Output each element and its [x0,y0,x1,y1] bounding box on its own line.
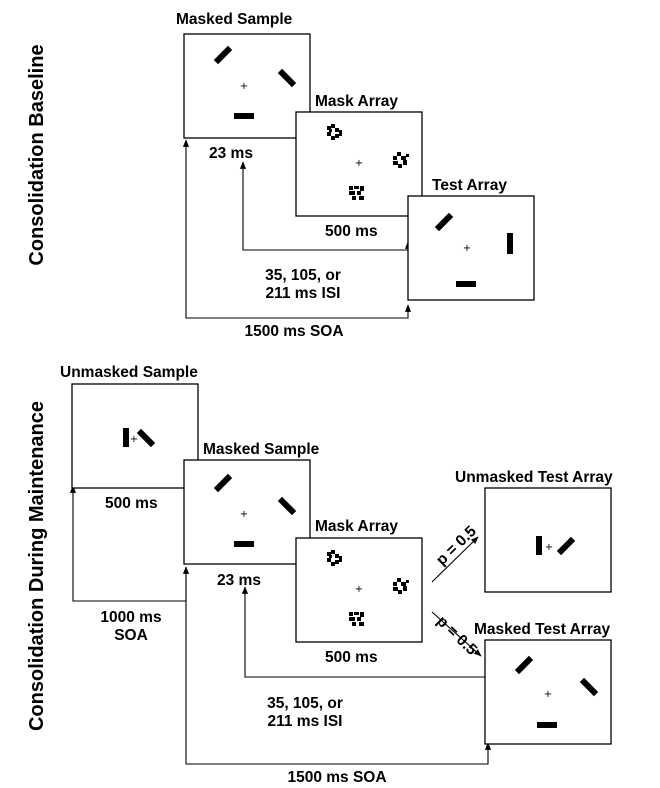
stimulus-bar [507,233,513,254]
baseline-test-array-title: Test Array [432,177,507,194]
maintenance-isi-line2: 211 ms ISI [268,713,343,730]
maintenance-mask-array: Mask Array + 500 ms [296,518,422,666]
maintenance-mask-array-duration: 500 ms [325,649,378,666]
maintenance-soa-1500-label: 1500 ms SOA [287,769,386,786]
fixation-cross: + [545,542,553,553]
maintenance-isi-line1: 35, 105, or [267,695,343,712]
baseline-isi-line1: 35, 105, or [265,267,341,284]
maintenance-mask-array-title: Mask Array [315,518,398,535]
maintenance-masked-sample-duration: 23 ms [217,572,261,589]
baseline-isi-line2: 211 ms ISI [266,285,341,302]
baseline-masked-sample-duration: 23 ms [209,145,253,162]
fixation-cross: + [355,584,363,595]
maintenance-masked-sample-title: Masked Sample [203,441,320,458]
stimulus-bar [123,428,129,447]
stimulus-bar [536,536,542,555]
maintenance-unmasked-sample-title: Unmasked Sample [60,364,198,381]
maintenance-unmasked-sample-duration: 500 ms [105,495,158,512]
baseline-mask-array: Mask Array + 500 ms [296,93,422,240]
stimulus-bar [537,722,557,728]
fixation-cross: + [544,689,552,700]
baseline-masked-sample-title: Masked Sample [176,11,293,28]
fixation-cross: + [240,81,248,92]
stimulus-bar [234,113,254,119]
maintenance-masked-test-array: Masked Test Array + [474,621,611,744]
baseline-mask-array-duration: 500 ms [325,223,378,240]
maintenance-soa-1000-line2: SOA [114,627,148,644]
side-label-maintenance: Consolidation During Maintenance [26,401,48,731]
baseline-masked-sample: Masked Sample + 23 ms [176,11,310,162]
fixation-cross: + [355,158,363,169]
fixation-cross: + [240,509,248,520]
fixation-cross: + [463,243,471,254]
maintenance-masked-test-title: Masked Test Array [474,621,610,638]
maintenance-unmasked-test-title: Unmasked Test Array [455,469,613,486]
maintenance-unmasked-test-array: Unmasked Test Array + [455,469,613,592]
baseline-test-array: Test Array + [408,177,534,300]
baseline-mask-array-title: Mask Array [315,93,398,110]
maintenance-soa-1000-line1: 1000 ms [100,609,161,626]
side-label-baseline: Consolidation Baseline [26,44,48,265]
baseline-soa-label: 1500 ms SOA [244,323,343,340]
probability-label-upper: p = 0.5 [433,523,480,569]
stimulus-bar [234,541,254,547]
fixation-cross: + [130,434,138,445]
stimulus-bar [456,281,476,287]
maintenance-unmasked-test-frame [485,488,611,592]
maintenance-unmasked-sample: Unmasked Sample + 500 ms [60,364,198,512]
